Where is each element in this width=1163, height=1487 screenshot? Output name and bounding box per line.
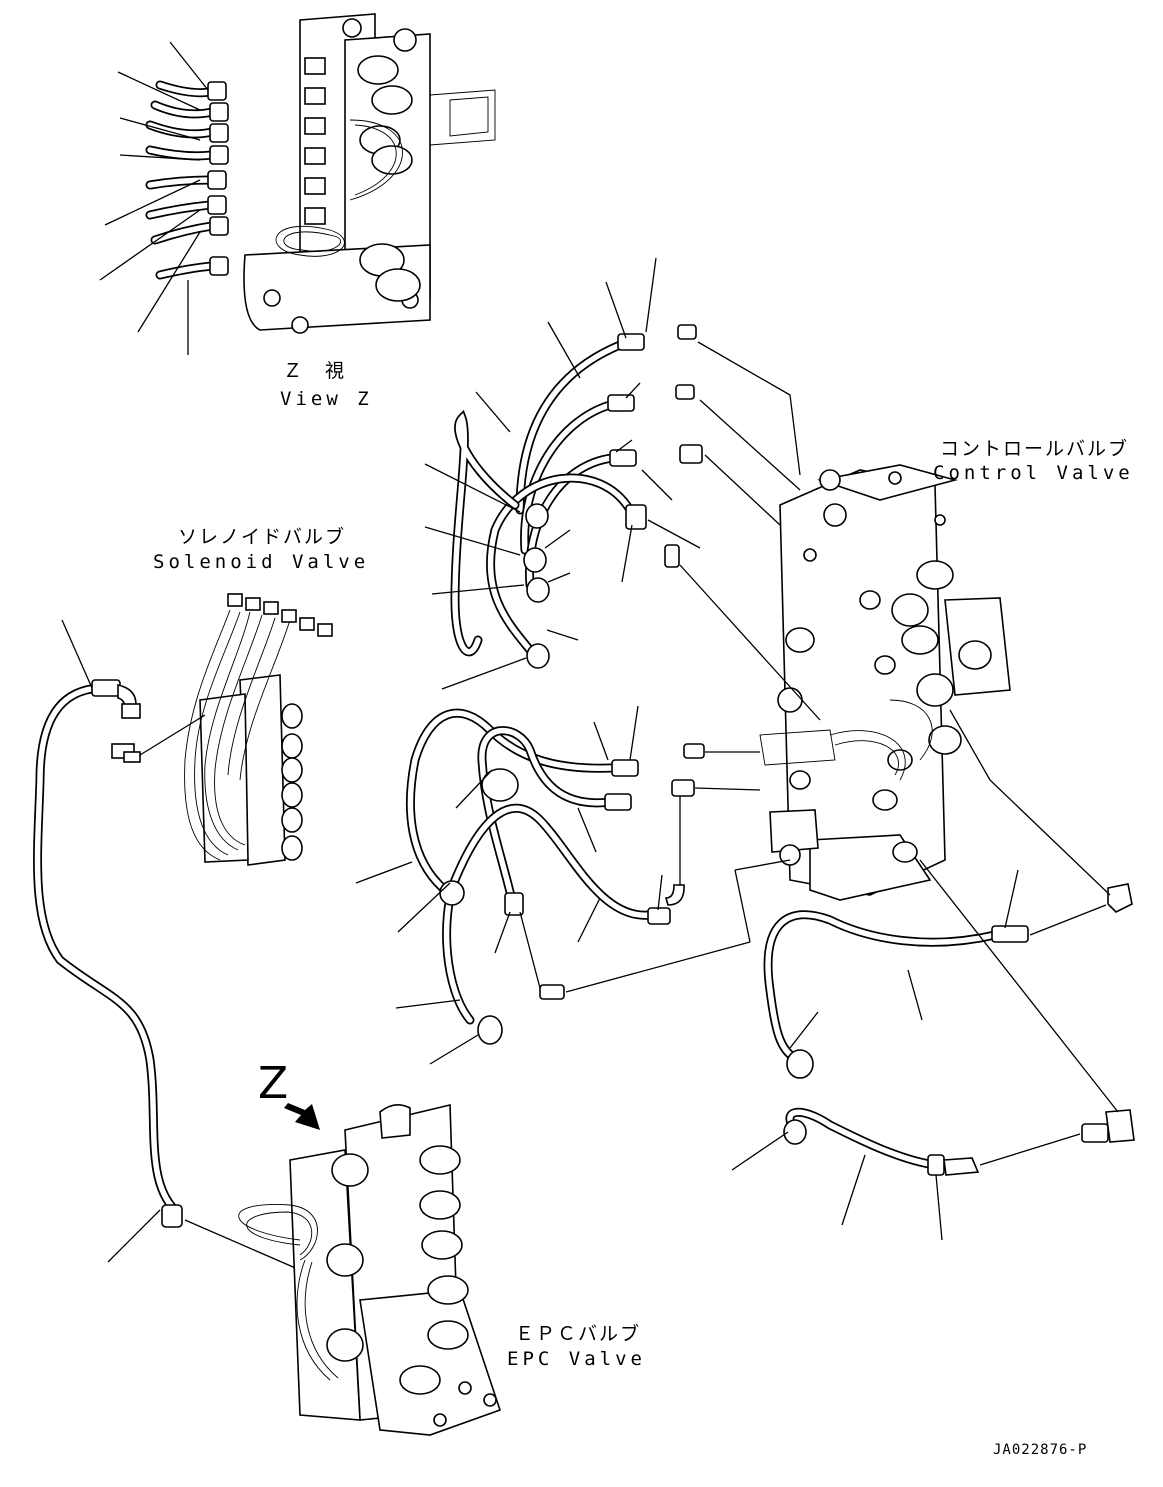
solenoid-valve-label-en: Solenoid Valve xyxy=(153,551,370,573)
epc-valve-label-en: EPC Valve xyxy=(507,1348,646,1370)
solenoid-valve-label-jp: ソレノイドバルブ xyxy=(178,526,347,548)
view-z-marker: Z xyxy=(258,1058,289,1109)
upper-hose-group xyxy=(424,257,821,721)
lower-hose-group xyxy=(355,705,791,1065)
epc-valve-label-jp: ＥＰＣバルブ xyxy=(515,1323,642,1345)
view-z-hose-fittings xyxy=(99,41,229,355)
view-z-label-en: View Z xyxy=(280,388,373,410)
control-valve-label-en: Control Valve xyxy=(933,462,1134,484)
control-valve xyxy=(759,464,1011,901)
view-z-arrow xyxy=(284,1103,320,1130)
right-hose-group xyxy=(731,709,1135,1241)
drawing-code: JA022876-P xyxy=(993,1442,1088,1458)
long-hose-left xyxy=(33,619,301,1271)
view-z-valve-assembly xyxy=(243,13,496,334)
epc-valve xyxy=(238,1103,502,1436)
view-z-label-jp: Ｚ 視 xyxy=(283,360,347,382)
control-valve-label-jp: コントロールバルブ xyxy=(940,438,1130,460)
solenoid-valve xyxy=(184,593,333,866)
